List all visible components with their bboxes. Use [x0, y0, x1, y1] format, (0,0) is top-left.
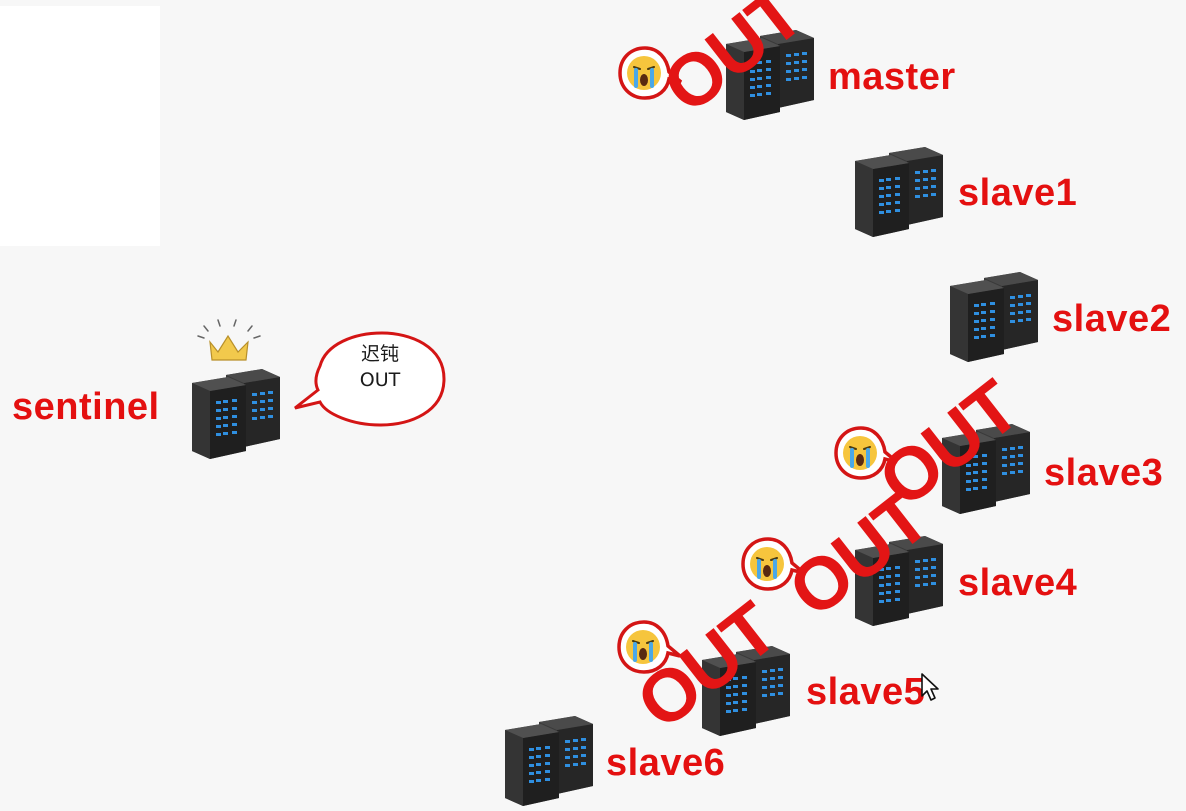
sentinel-label: sentinel — [12, 386, 160, 428]
slave2-server-icon — [950, 272, 1038, 362]
slave1-server-icon — [855, 147, 943, 237]
slave3-label: slave3 — [1044, 452, 1164, 494]
slave4-label: slave4 — [958, 562, 1078, 604]
slave1-label: slave1 — [958, 172, 1078, 214]
slave2-label: slave2 — [1052, 298, 1172, 340]
speech-line1: 迟钝 — [360, 343, 399, 365]
speech-bubble — [294, 331, 446, 427]
slave6-server-icon — [505, 716, 593, 806]
speech-line2: OUT — [359, 368, 401, 391]
slave5-label: slave5 — [806, 671, 926, 713]
white-panel — [0, 6, 160, 246]
master-label: master — [828, 56, 956, 98]
sentinel-server-icon — [192, 369, 280, 459]
speech-text: 迟钝 OUT — [345, 342, 415, 393]
crown-icon — [197, 319, 261, 361]
slave6-label: slave6 — [606, 742, 726, 784]
mouse-cursor-icon — [921, 673, 939, 701]
